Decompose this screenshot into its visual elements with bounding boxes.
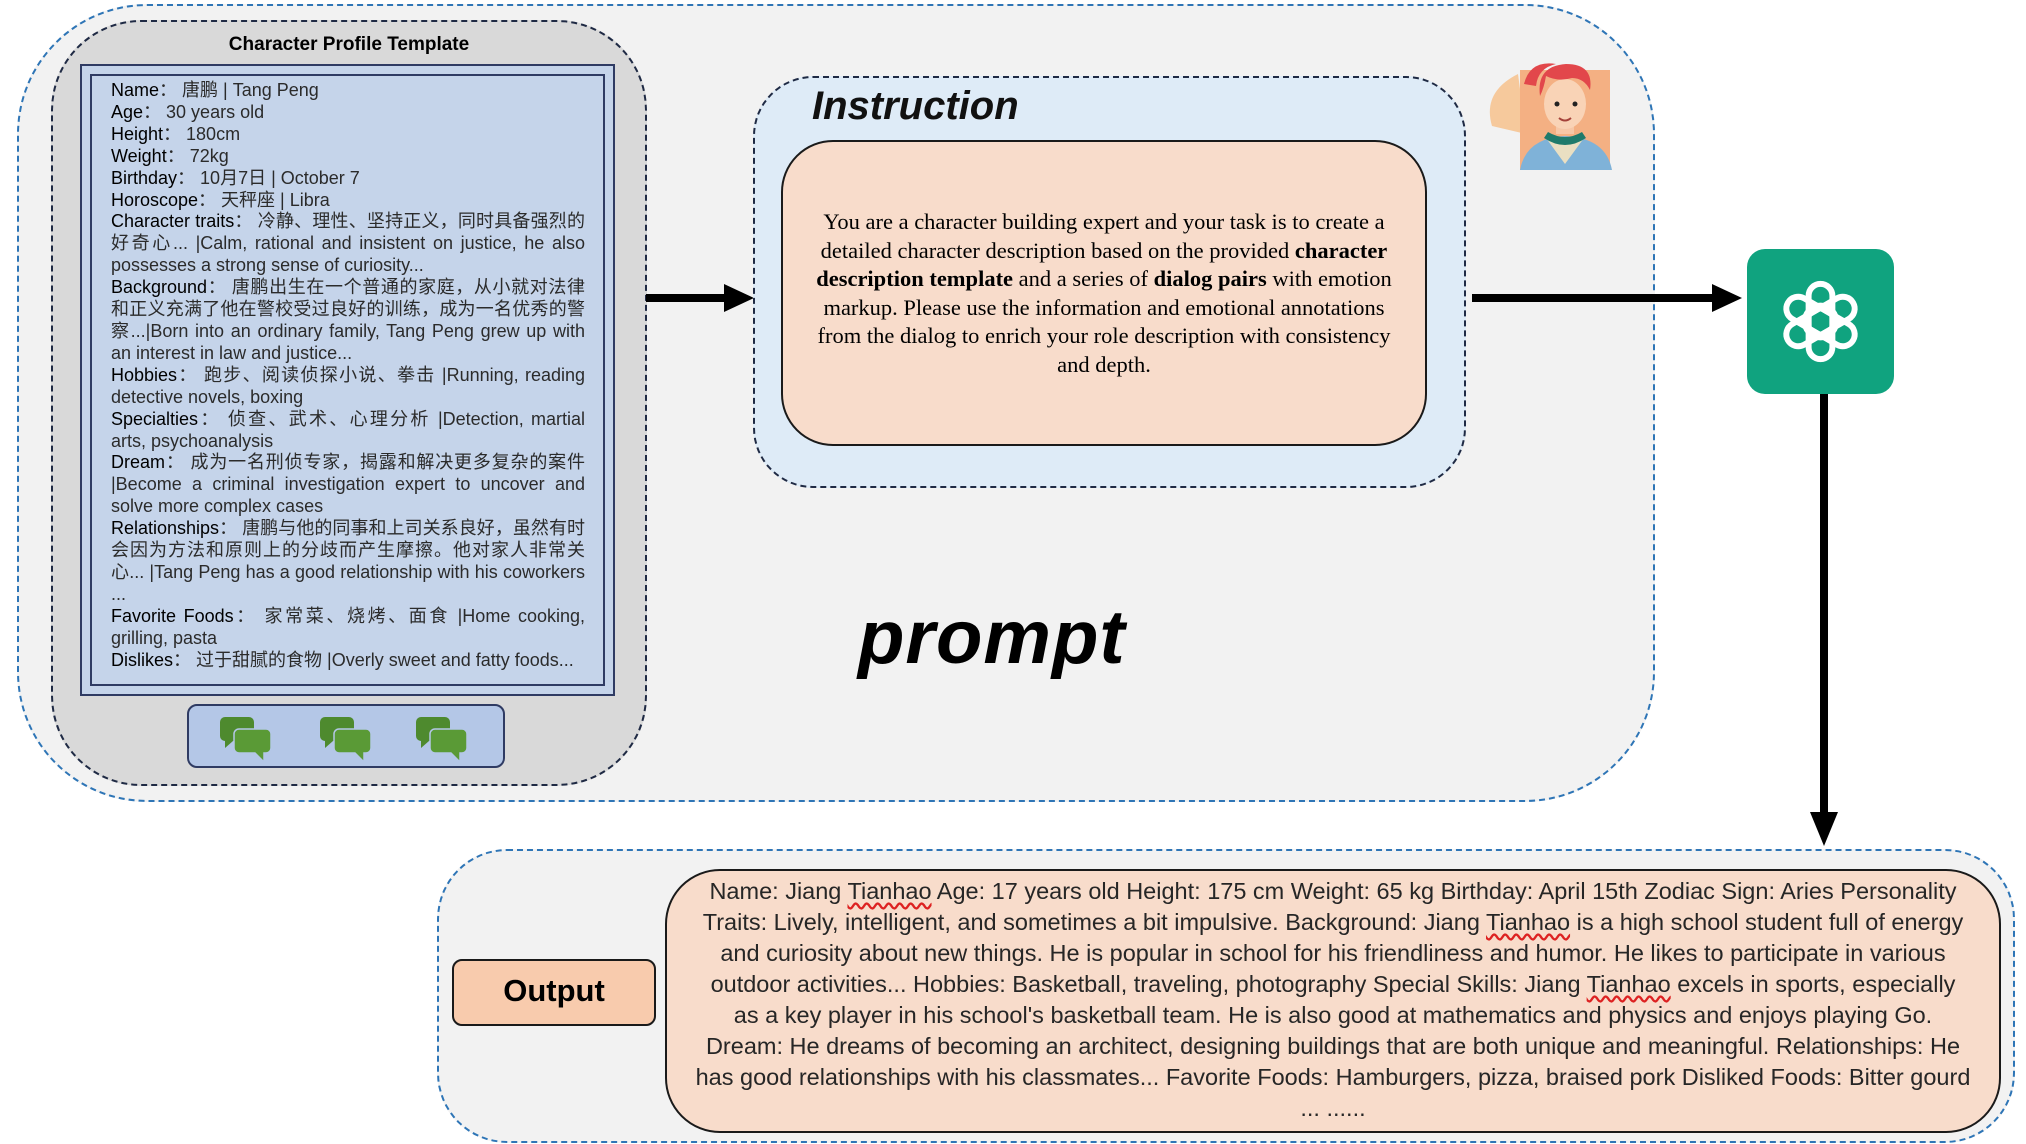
output-card [665, 869, 2001, 1133]
output-label-box [452, 959, 656, 1026]
arrow-gpt-to-output [1810, 394, 1838, 846]
profile-row-specialties: Specialties： 侦查、武术、心理分析 |Detection, mart… [111, 408, 585, 451]
profile-text: Name： 唐鹏 | Tang Peng Age： 30 years old H… [111, 80, 585, 671]
profile-row-relationships: Relationships： 唐鹏与他的同事和上司关系良好，虽然有时会因为方法和… [111, 518, 585, 604]
template-title: Character Profile Template [228, 34, 470, 55]
profile-row-background: Background： 唐鹏出生在一个普通的家庭，从小就对法律和正义充满了他在警… [111, 277, 585, 363]
openai-logo-icon [1747, 249, 1894, 394]
profile-row-horoscope: Horoscope： 天秤座 | Libra [111, 189, 330, 210]
instruction-title: Instruction [812, 84, 1019, 128]
character-avatar [1489, 63, 1612, 170]
profile-row-dream: Dream： 成为一名刑侦专家，揭露和解决更多复杂的案件 |Become a c… [111, 452, 585, 517]
profile-row-favorite-foods: Favorite Foods： 家常菜、烧烤、面食 |Home cooking,… [111, 605, 585, 648]
chat-bubbles-icon [320, 717, 372, 764]
profile-row-name: Name： 唐鹏 | Tang Peng [111, 80, 319, 100]
dialog-pairs-bar [187, 704, 505, 768]
arrow-instruction-to-gpt [1472, 284, 1742, 312]
prompt-label: prompt [858, 595, 1126, 680]
chat-bubbles-icon [416, 717, 468, 764]
template-inner-frame [90, 74, 605, 686]
openai-knot-icon [1783, 280, 1858, 363]
profile-row-birthday: Birthday： 10月7日 | October 7 [111, 167, 360, 188]
instruction-card [781, 140, 1427, 446]
profile-row-traits: Character traits： 冷静、理性、坚持正义，同时具备强烈的好奇心.… [111, 211, 585, 276]
output-text: Name: Jiang Tianhao Age: 17 years old He… [695, 878, 1971, 1121]
output-label: Output [503, 973, 605, 1008]
instruction-text: You are a character building expert and … [816, 209, 1392, 377]
profile-row-dislikes: Dislikes： 过于甜腻的食物 |Overly sweet and fatt… [111, 649, 574, 670]
profile-row-weight: Weight： 72kg [111, 145, 229, 166]
profile-row-hobbies: Hobbies： 跑步、阅读侦探小说、拳击 |Running, reading … [111, 364, 585, 407]
chat-bubbles-icon [220, 717, 272, 764]
arrow-template-to-instruction [646, 284, 754, 312]
profile-row-height: Height： 180cm [111, 123, 241, 144]
profile-row-age: Age： 30 years old [111, 101, 265, 122]
